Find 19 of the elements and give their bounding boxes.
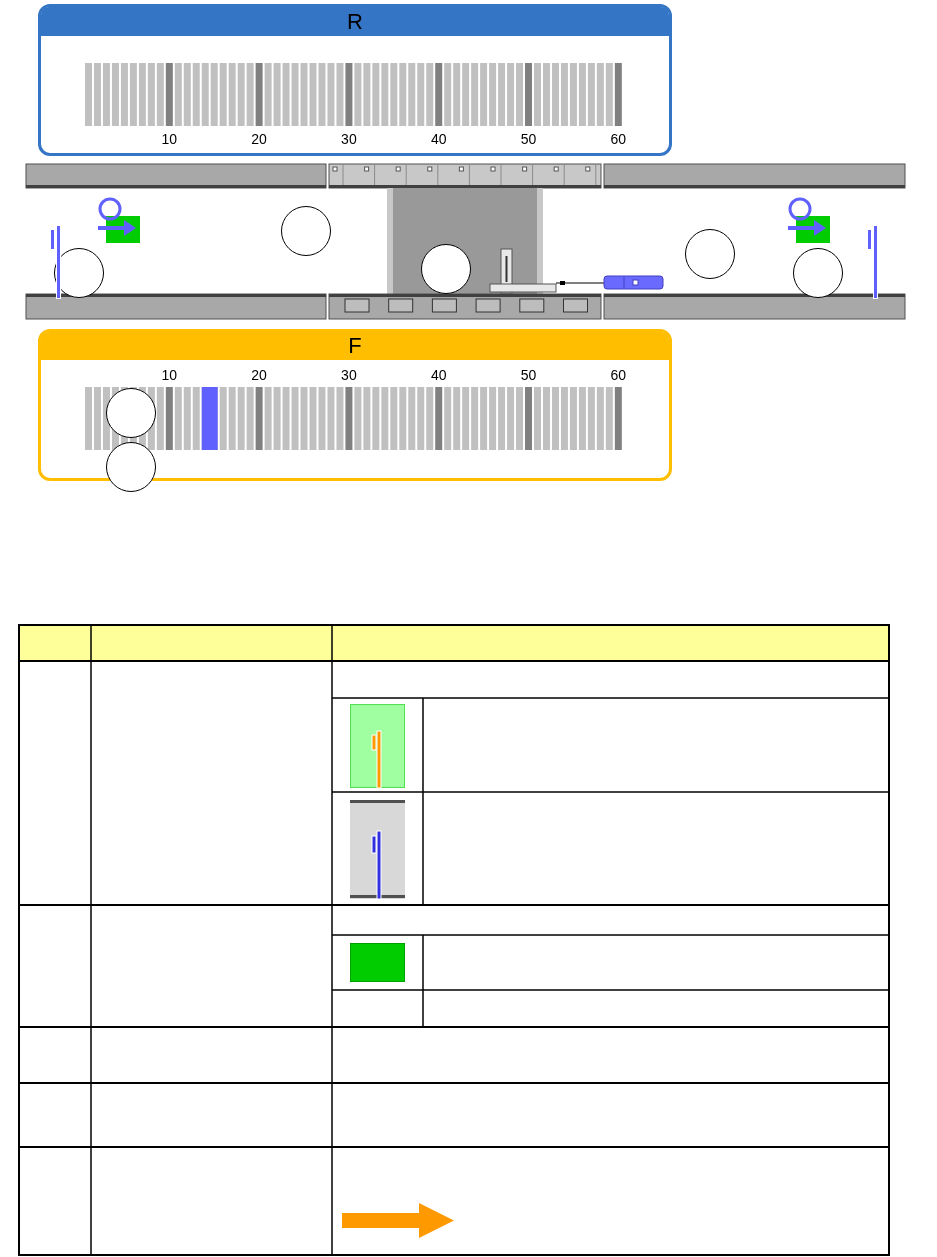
scale-panel	[38, 329, 672, 481]
callout-circle	[793, 248, 843, 298]
tick-label: 10	[161, 130, 178, 148]
tick-label: 50	[520, 130, 537, 148]
panel-title: R	[41, 7, 669, 36]
tick-label: 30	[341, 130, 357, 148]
tick-label: 40	[430, 130, 447, 148]
tick-label: 60	[610, 366, 627, 384]
tick-label: 20	[251, 130, 267, 148]
panel-title: F	[41, 332, 669, 360]
tick-label: 60	[610, 130, 627, 148]
tick-label: 50	[520, 366, 537, 384]
tick-label: 20	[251, 366, 267, 384]
tick-label: 40	[430, 366, 447, 384]
callout-circle	[685, 229, 735, 279]
tick-label: 30	[341, 366, 357, 384]
tick-label: 10	[161, 366, 178, 384]
callout-circle	[281, 206, 331, 256]
scale-panel	[38, 4, 672, 156]
